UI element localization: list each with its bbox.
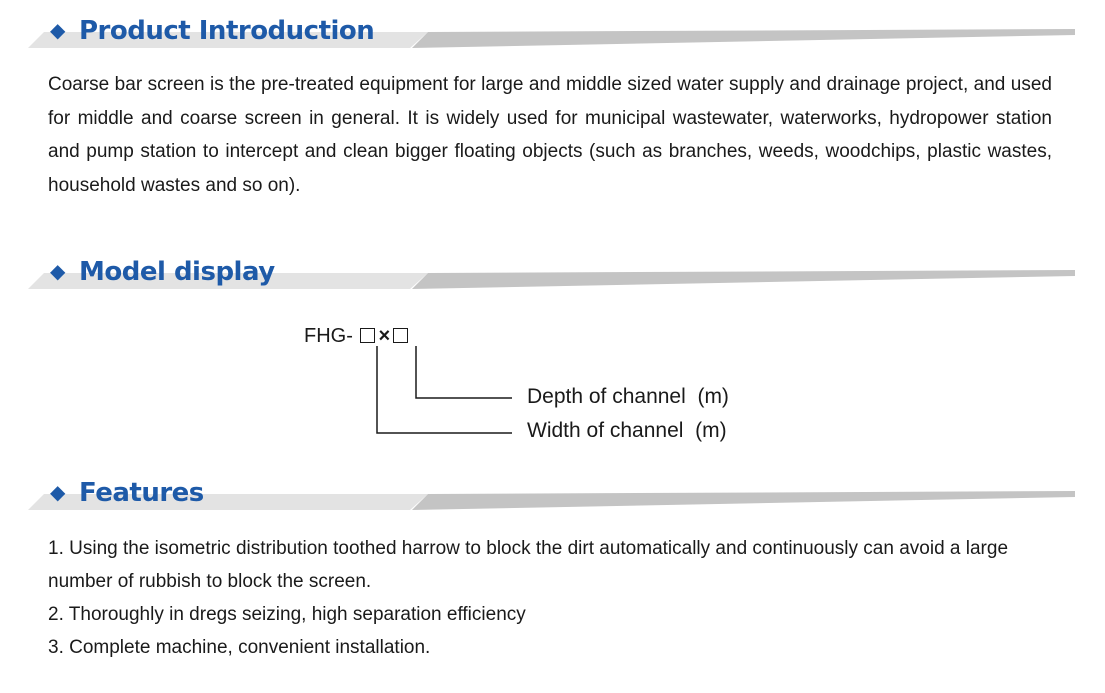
diamond-icon: ◆ (50, 482, 66, 504)
legend-width-of-channel: Width of channel (m) (527, 419, 727, 442)
intro-paragraph: Coarse bar screen is the pre-treated equ… (48, 74, 1052, 196)
section-header-features: ◆ Features (28, 477, 1075, 513)
section-header-model-display: ◆ Model display (28, 256, 1075, 292)
model-code-prefix: FHG- (304, 325, 353, 347)
times-symbol: × (378, 325, 391, 347)
header-band (28, 270, 1075, 289)
feature-item-3: 3. Complete machine, convenient installa… (48, 637, 431, 658)
diamond-icon: ◆ (50, 261, 66, 283)
section-header-product-introduction: ◆ Product Introduction (28, 15, 1075, 51)
header-band (28, 29, 1075, 48)
width-leader-line (376, 346, 512, 434)
depth-placeholder-box (393, 328, 409, 343)
depth-leader-line (415, 346, 512, 399)
legend-depth-of-channel: Depth of channel (m) (527, 385, 729, 408)
section-title: Features (79, 478, 204, 508)
section-title: Model display (79, 257, 275, 287)
feature-item-1: 1. Using the isometric distribution toot… (48, 538, 1009, 592)
feature-item-2: 2. Thoroughly in dregs seizing, high sep… (48, 604, 526, 625)
model-code: FHG- × (304, 324, 410, 348)
section-title: Product Introduction (79, 16, 375, 46)
diamond-icon: ◆ (50, 20, 66, 42)
width-placeholder-box (360, 328, 376, 343)
header-band (28, 491, 1075, 510)
